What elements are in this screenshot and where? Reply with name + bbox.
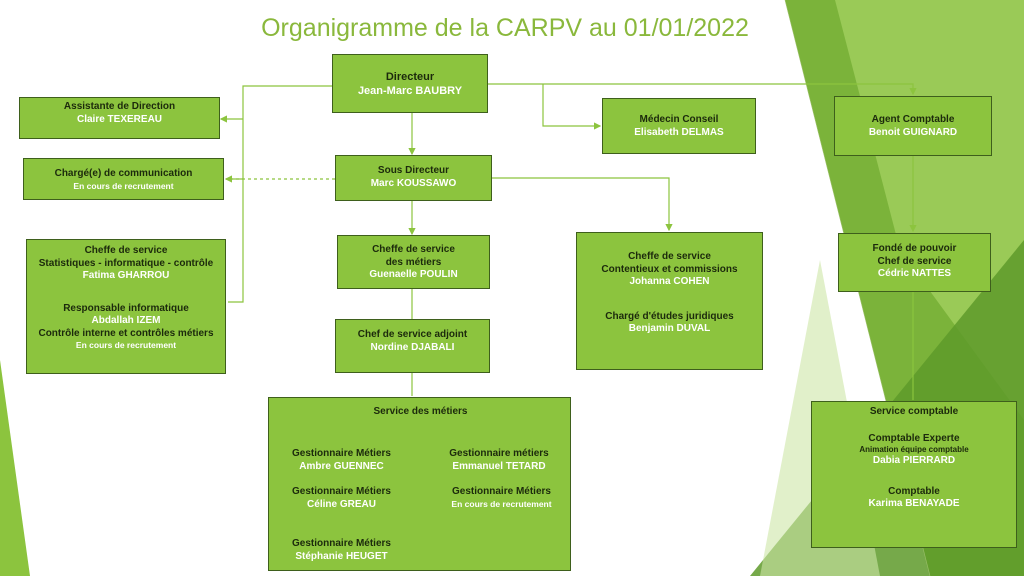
box-service-comptable: Service comptable Comptable Experte Anim… — [811, 401, 1017, 548]
box-chef-adjoint: Chef de service adjoint Nordine DJABALI — [335, 319, 490, 373]
gestionnaire-1: Gestionnaire Métiers Ambre GUENNEC — [279, 448, 404, 473]
contentieux-role-3: Chargé d'études juridiques — [605, 310, 734, 322]
adjoint-name: Nordine DJABALI — [370, 341, 455, 353]
contentieux-role-2: Contentieux et commissions — [601, 263, 738, 275]
agent-role: Agent Comptable — [871, 114, 955, 125]
medecin-name: Elisabeth DELMAS — [634, 126, 724, 138]
contentieux-role-1: Cheffe de service — [628, 251, 711, 262]
gestionnaire-2: Gestionnaire métiers Emmanuel TETARD — [434, 448, 564, 473]
gestionnaire-3-role: Gestionnaire Métiers — [292, 486, 391, 497]
box-agent-comptable: Agent Comptable Benoit GUIGNARD — [834, 96, 992, 156]
assistante-name: Claire TEXEREAU — [76, 113, 163, 125]
sousdirecteur-name: Marc KOUSSAWO — [370, 177, 457, 189]
comptable-1-role: Comptable Experte — [868, 432, 960, 444]
gestionnaire-2-name: Emmanuel TETARD — [452, 460, 546, 472]
stats-role-2: Statistiques - informatique - contrôle — [38, 257, 214, 269]
stats-role-1: Cheffe de service — [84, 245, 168, 256]
directeur-name: Jean-Marc BAUBRY — [357, 84, 463, 97]
gestionnaire-5-role: Gestionnaire Métiers — [292, 538, 391, 549]
gestionnaire-3-name: Céline GREAU — [307, 498, 376, 510]
connector-directeur-agent — [488, 83, 917, 96]
connector-directeur-medecin — [542, 84, 602, 130]
agent-name: Benoit GUIGNARD — [868, 126, 958, 138]
box-communication: Chargé(e) de communication En cours de r… — [23, 158, 224, 200]
background-corner-left — [0, 360, 30, 576]
medecin-role: Médecin Conseil — [639, 114, 719, 125]
gestionnaire-5: Gestionnaire Métiers Stéphanie HEUGET — [279, 538, 404, 563]
gestionnaire-1-role: Gestionnaire Métiers — [292, 448, 391, 459]
stats-name-2: Abdallah IZEM — [91, 315, 161, 326]
box-assistante: Assistante de Direction Claire TEXEREAU — [19, 97, 220, 139]
assistante-role: Assistante de Direction — [63, 101, 176, 112]
box-sous-directeur: Sous Directeur Marc KOUSSAWO — [335, 155, 492, 201]
directeur-role: Directeur — [385, 71, 435, 83]
box-fonde-pouvoir: Fondé de pouvoir Chef de service Cédric … — [838, 233, 991, 292]
stats-role-3: Responsable informatique — [63, 302, 189, 314]
connector-directeur-stats — [228, 85, 332, 303]
page-title: Organigramme de la CARPV au 01/01/2022 — [261, 14, 749, 42]
communication-role: Chargé(e) de communication — [54, 168, 193, 179]
comptable-1-name: Dabia PIERRARD — [872, 455, 956, 466]
contentieux-name-1: Johanna COHEN — [629, 276, 710, 287]
service-metiers-title: Service des métiers — [373, 406, 468, 417]
gestionnaire-4-name: En cours de recrutement — [451, 498, 552, 509]
adjoint-role: Chef de service adjoint — [357, 329, 468, 340]
contentieux-name-2: Benjamin DUVAL — [628, 323, 711, 334]
stats-role-4: Contrôle interne et contrôles métiers — [38, 327, 214, 339]
box-service-metiers: Service des métiers Gestionnaire Métiers… — [268, 397, 571, 571]
fonde-name: Cédric NATTES — [877, 268, 952, 279]
stats-name-1: Fatima GHARROU — [82, 270, 170, 281]
service-comptable-title: Service comptable — [869, 406, 959, 417]
comptable-2-name: Karima BENAYADE — [868, 498, 960, 509]
comptable-2-role: Comptable — [888, 485, 940, 497]
metiers-chef-role-1: Cheffe de service — [372, 244, 455, 255]
connector-sousdirecteur-contentieux — [492, 177, 673, 232]
box-directeur: Directeur Jean-Marc BAUBRY — [332, 54, 488, 113]
communication-name: En cours de recrutement — [73, 180, 174, 191]
metiers-chef-role-2: des métiers — [385, 256, 442, 268]
box-medecin: Médecin Conseil Elisabeth DELMAS — [602, 98, 756, 154]
gestionnaire-5-name: Stéphanie HEUGET — [295, 550, 388, 562]
box-contentieux: Cheffe de service Contentieux et commiss… — [576, 232, 763, 370]
stats-name-3: En cours de recrutement — [75, 340, 177, 350]
gestionnaire-4-role: Gestionnaire Métiers — [452, 486, 551, 497]
gestionnaire-1-name: Ambre GUENNEC — [299, 460, 384, 472]
gestionnaire-4: Gestionnaire Métiers En cours de recrute… — [434, 486, 569, 509]
box-statistiques: Cheffe de service Statistiques - informa… — [26, 239, 226, 374]
gestionnaire-3: Gestionnaire Métiers Céline GREAU — [279, 486, 404, 511]
fonde-role-1: Fondé de pouvoir — [872, 243, 957, 254]
box-cheffe-metiers: Cheffe de service des métiers Guenaelle … — [337, 235, 490, 289]
gestionnaire-2-role: Gestionnaire métiers — [449, 448, 549, 459]
sousdirecteur-role: Sous Directeur — [377, 165, 450, 176]
comptable-1-note: Animation équipe comptable — [859, 445, 969, 454]
fonde-role-2: Chef de service — [877, 255, 952, 267]
metiers-chef-name: Guenaelle POULIN — [369, 269, 458, 280]
